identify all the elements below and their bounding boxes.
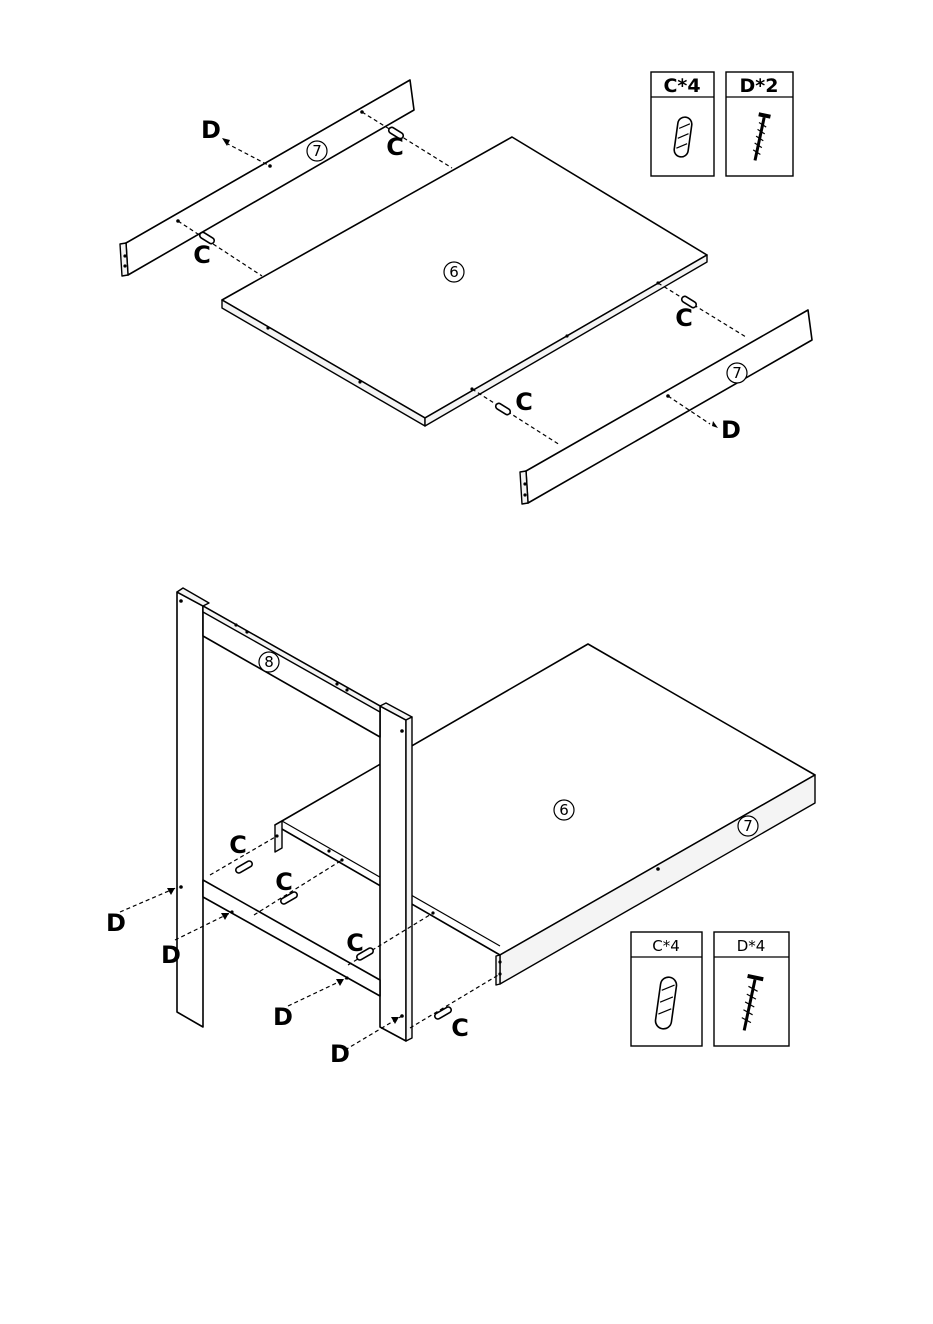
label-d: D [106,909,126,937]
part-number-badge: 8 [259,652,279,672]
label-c: C [451,1014,469,1042]
part-number-badge: 6 [554,800,574,820]
part-number-badge: 7 [738,816,758,836]
label-c: C [675,304,693,332]
hardware-label: C*4 [663,75,700,97]
label-d: D [330,1040,350,1068]
hardware-box-screw: D*4 [714,932,789,1046]
arrow-icon [712,421,718,428]
hardware-label: D*4 [737,937,766,955]
svg-text:6: 6 [559,801,569,819]
hardware-box-screw: D*2 [726,72,793,176]
part-number-badge: 7 [307,141,327,161]
label-c: C [386,133,404,161]
label-d: D [273,1003,293,1031]
label-d: D [201,116,221,144]
dowel-icon [235,860,254,874]
label-d: D [721,416,741,444]
svg-text:6: 6 [449,263,459,281]
svg-text:8: 8 [264,653,274,671]
svg-text:7: 7 [312,142,322,160]
hardware-label: C*4 [652,937,680,955]
label-c: C [275,868,293,896]
step-1: D C C C C D 7 6 7 C*4 [120,72,812,504]
label-c: C [346,929,364,957]
hardware-box-dowel: C*4 [651,72,714,176]
label-c: C [229,831,247,859]
svg-text:7: 7 [732,364,742,382]
dowel-icon [495,402,512,416]
label-c: C [515,388,533,416]
label-d: D [161,941,181,969]
arrow-icon [336,979,344,986]
svg-text:7: 7 [743,817,753,835]
hardware-box-dowel: C*4 [631,932,702,1046]
part-number-badge: 7 [727,363,747,383]
label-c: C [193,241,211,269]
panel-6-step1 [222,137,707,426]
step-2: C C C C D D D D 8 6 7 C*4 [106,588,815,1068]
part-number-badge: 6 [444,262,464,282]
hardware-label: D*2 [740,75,779,97]
